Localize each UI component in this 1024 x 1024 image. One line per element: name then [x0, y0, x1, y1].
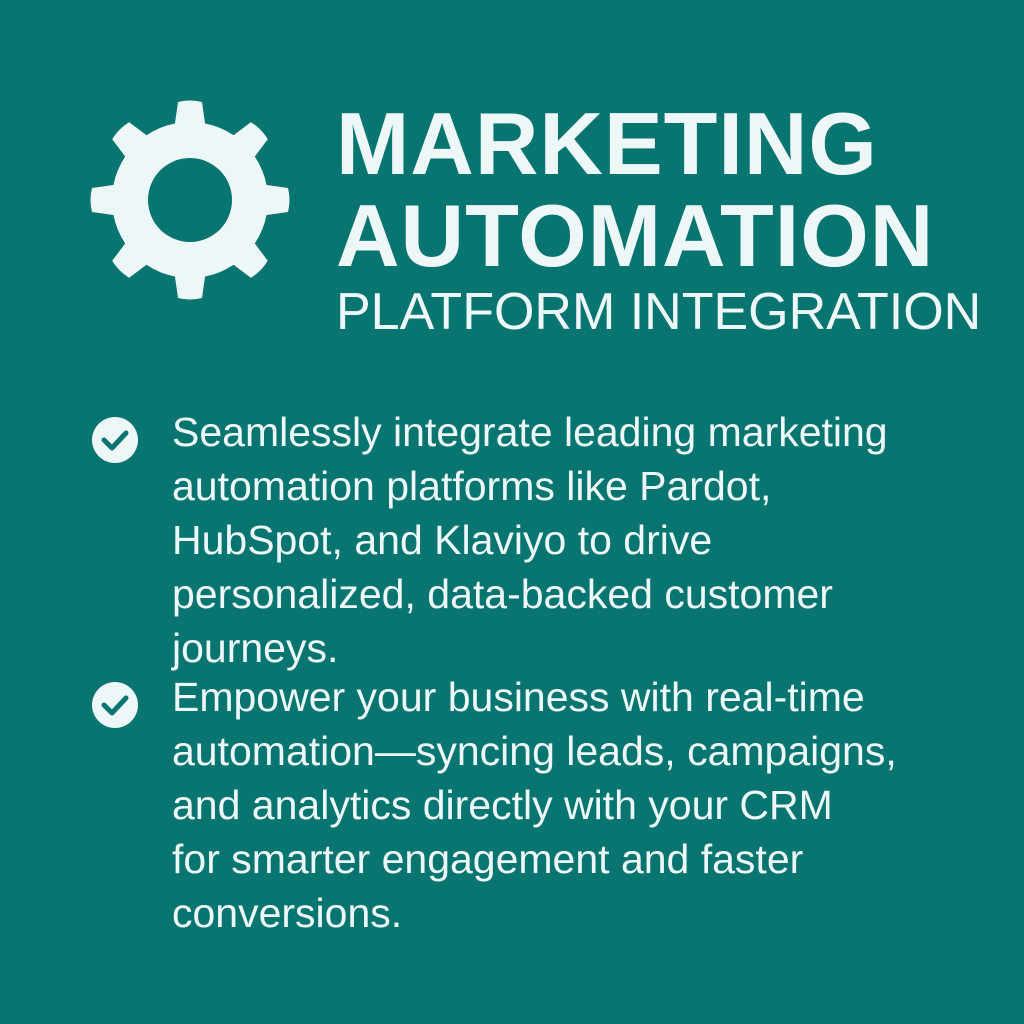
- gear-icon: [90, 100, 290, 300]
- bullet-line: and analytics directly with your CRM: [172, 782, 833, 828]
- bullet-line: Seamlessly integrate leading marketing: [172, 409, 888, 455]
- gear-tooth: [228, 238, 268, 278]
- bullet-line: HubSpot, and Klaviyo to drive: [172, 517, 713, 563]
- bullet-line: Empower your business with real-time: [172, 674, 865, 720]
- bullet-line: conversions.: [172, 890, 403, 936]
- bullet-line: personalized, data-backed customer: [172, 571, 833, 617]
- subtitle: PLATFORM INTEGRATION: [336, 283, 982, 341]
- gear-tooth: [228, 122, 268, 162]
- gear-tooth: [112, 238, 152, 278]
- gear-tooth: [174, 100, 206, 130]
- gear-tooth: [112, 122, 152, 162]
- check-circle-icon: [92, 417, 138, 463]
- gear-tooth: [174, 270, 206, 300]
- bullet-text: Seamlessly integrate leading marketing a…: [172, 405, 888, 675]
- gear-tooth: [260, 184, 290, 216]
- bullet-line: for smarter engagement and faster: [172, 836, 804, 882]
- page-title: MARKETING AUTOMATION: [336, 98, 934, 282]
- title-line-2: AUTOMATION: [336, 186, 935, 285]
- bullet-line: automation platforms like Pardot,: [172, 463, 772, 509]
- title-line-1: MARKETING: [336, 94, 878, 193]
- check-circle-icon: [92, 682, 138, 728]
- bullet-text: Empower your business with real-time aut…: [172, 670, 897, 940]
- bullet-line: journeys.: [172, 625, 339, 671]
- gear-tooth: [90, 184, 120, 216]
- bullet-line: automation—syncing leads, campaigns,: [172, 728, 897, 774]
